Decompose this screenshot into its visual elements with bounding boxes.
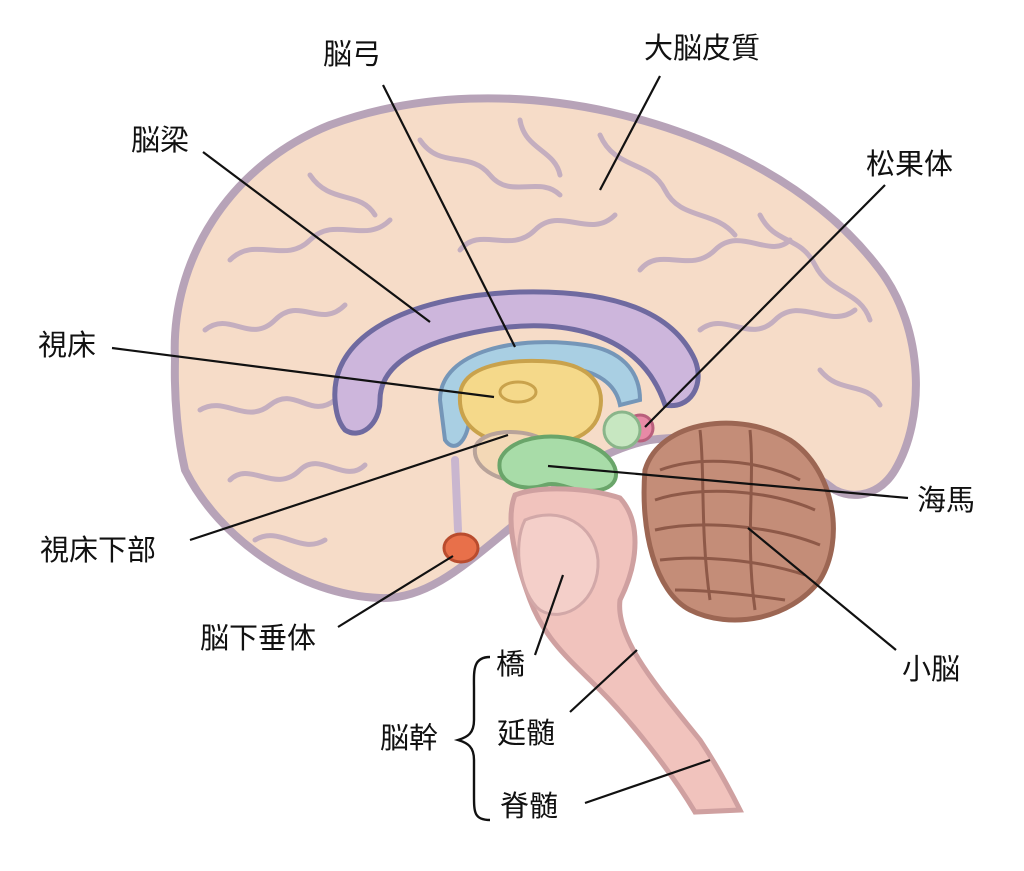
pituitary-stalk [451, 456, 462, 534]
label-kyou: 橋 [496, 647, 526, 681]
label-shoukatai: 松果体 [866, 147, 954, 181]
pons-shape [517, 513, 600, 616]
label-shishou-kabu: 視床下部 [40, 533, 157, 567]
label-nouryou: 脳梁 [131, 123, 190, 157]
label-noukan: 脳幹 [380, 721, 439, 755]
leader-noukasuitai [337, 555, 454, 628]
leader-shoukatai [644, 184, 886, 428]
leader-shishou-kabu [189, 433, 509, 542]
hippocampus-shape [497, 434, 618, 494]
leader-noukyu [382, 84, 516, 348]
thalamus-nucleus [498, 380, 538, 404]
leader-sekizui [584, 758, 711, 805]
leader-lines [111, 75, 909, 805]
leader-shounou [747, 527, 897, 651]
leader-shishou [111, 346, 495, 399]
leader-nouryou [202, 151, 431, 323]
brainstem-brace [453, 655, 491, 822]
label-noukyu: 脳弓 [323, 37, 382, 71]
label-shishou: 視床 [38, 328, 97, 362]
cerebellum-shape [641, 420, 836, 623]
leader-kyou [533, 574, 565, 656]
corpus-callosum-shape [332, 289, 701, 436]
leader-kaiba [547, 464, 909, 500]
label-sekizui: 脊髄 [500, 789, 559, 823]
label-enzui: 延髄 [497, 716, 556, 750]
pituitary-shape [442, 532, 480, 564]
label-daino-hishitsu: 大脳皮質 [644, 31, 761, 65]
label-noukasuitai: 脳下垂体 [200, 621, 317, 655]
label-kaiba: 海馬 [917, 483, 976, 517]
label-shounou: 小脳 [902, 652, 961, 686]
cerebellum-folia [654, 429, 821, 611]
leader-daino [599, 75, 661, 191]
leader-enzui [569, 649, 638, 713]
